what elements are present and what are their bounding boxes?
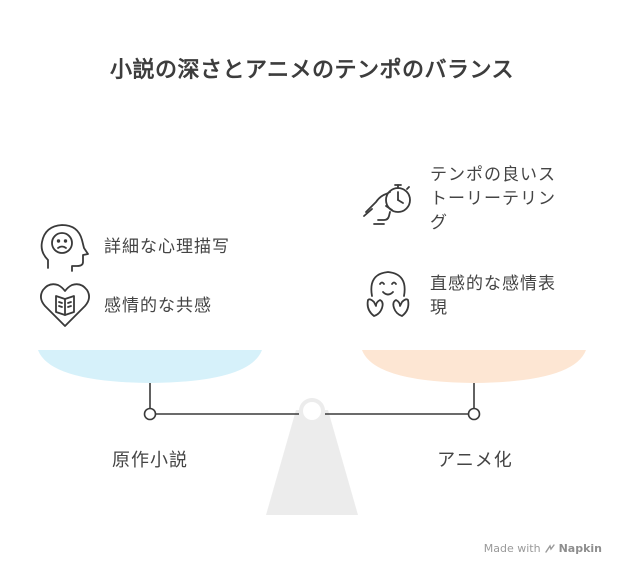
- scale-pivot: [299, 398, 325, 424]
- right-item-tempo-line-2: トーリーテリン: [430, 189, 556, 209]
- right-item-emotion-line-1: 直感的な感情表: [430, 274, 556, 294]
- heart-book-icon: [40, 283, 90, 327]
- right-item-emotion-line-2: 現: [430, 298, 448, 318]
- footer-credit[interactable]: Made with Napkin: [484, 542, 602, 555]
- left-item-psychology: 詳細な心理描写: [104, 237, 230, 257]
- footer-brand: Napkin: [558, 542, 602, 555]
- happy-face-hands-icon: [366, 271, 410, 317]
- scale-stand: [266, 410, 358, 515]
- left-pan: [38, 350, 262, 383]
- footer-prefix: Made with: [483, 542, 541, 555]
- right-item-emotion: 直感的な感情表 現: [430, 272, 556, 320]
- right-pan: [362, 350, 586, 383]
- right-pan-joint: [467, 407, 481, 421]
- napkin-logo-icon: [544, 543, 555, 553]
- hand-stopwatch-icon: [363, 184, 411, 225]
- right-item-tempo-line-1: テンポの良いス: [430, 165, 556, 185]
- head-sad-face-icon: [40, 224, 89, 272]
- left-pan-joint: [143, 407, 157, 421]
- right-pan-label: アニメ化: [437, 450, 513, 471]
- right-item-tempo-line-3: グ: [430, 213, 448, 233]
- diagram-title: 小説の深さとアニメのテンポのバランス: [109, 58, 515, 83]
- left-item-empathy: 感情的な共感: [104, 296, 212, 316]
- left-pan-label: 原作小説: [112, 450, 188, 471]
- right-item-tempo: テンポの良いス トーリーテリン グ: [430, 163, 556, 235]
